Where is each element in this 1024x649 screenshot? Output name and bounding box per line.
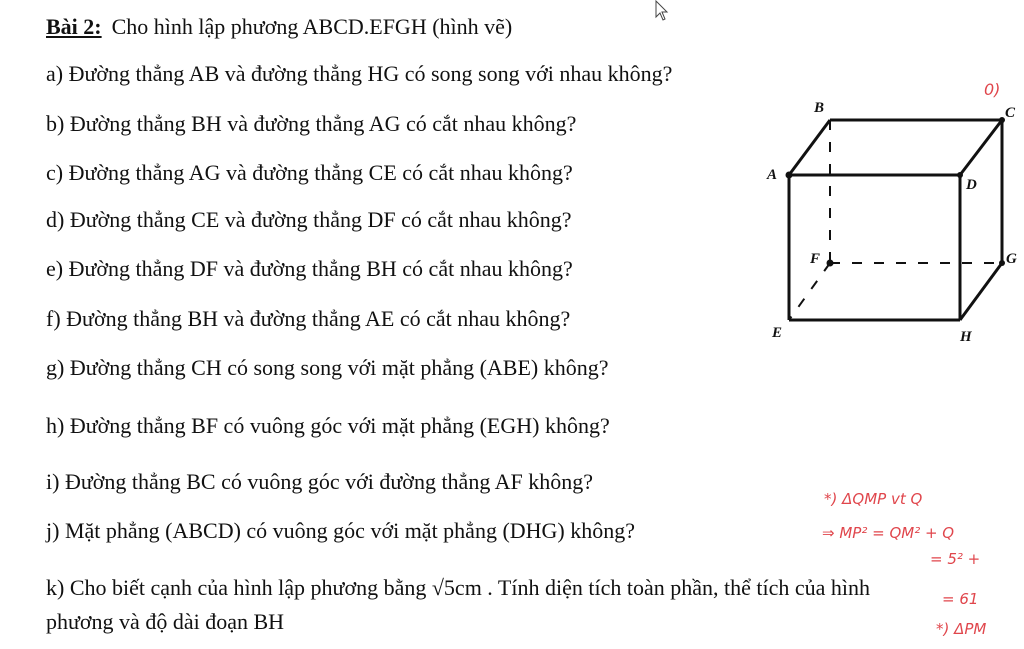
question-f: f) Đường thẳng BH và đường thẳng AE có c… [46,306,571,331]
cube-figure: B C A D F G E H [766,100,1017,345]
handwritten-note-2: ⇒ MP² = QM² + Q [822,524,955,542]
question-g: g) Đường thẳng CH có song song với mặt p… [46,355,609,380]
question-k-continued: phương và độ dài đoạn BH [46,609,285,634]
question-e: e) Đường thẳng DF và đường thẳng BH có c… [46,256,573,281]
question-b: b) Đường thẳng BH và đường thẳng AG có c… [46,111,577,136]
handwritten-note-1: *) ΔQMP vt Q [824,490,923,508]
exercise-title-text: Cho hình lập phương ABCD.EFGH (hình vẽ) [111,14,513,39]
question-k: k) Cho biết cạnh của hình lập phương bằn… [46,575,870,600]
edge-ba [787,119,832,176]
exercise-label: Bài 2: [46,14,102,39]
vertex-b-label: B [813,100,824,116]
handwritten-note-3: = 5² + [930,550,981,568]
handwritten-corner-note: 0) [984,80,1001,99]
vertex-g-label: G [1006,251,1017,267]
vertex-c-label: C [1005,105,1016,121]
handwritten-note-4: = 61 [942,590,979,608]
vertex-d-label: D [965,177,977,193]
mouse-cursor-icon [655,0,669,21]
question-h: h) Đường thẳng BF có vuông góc với mặt p… [46,413,610,438]
vertex-f-label: F [809,251,820,267]
edge-cd [958,119,1004,176]
question-i: i) Đường thẳng BC có vuông góc với đường… [46,469,593,494]
edge-gh [958,262,1004,321]
vertex-a-label: A [766,167,777,183]
question-c: c) Đường thẳng AG và đường thẳng CE có c… [46,160,573,185]
vertex-h-label: H [959,329,973,345]
question-a: a) Đường thẳng AB và đường thẳng HG có s… [46,61,673,86]
handwritten-note-5: *) ΔPM [936,620,987,638]
vertex-e-label: E [771,325,782,341]
question-d: d) Đường thẳng CE và đường thẳng DF có c… [46,207,572,232]
exercise-title: Bài 2: Cho hình lập phương ABCD.EFGH (hìn… [46,14,512,40]
question-j: j) Mặt phẳng (ABCD) có vuông góc với mặt… [46,518,636,543]
edge-fe [788,262,831,321]
